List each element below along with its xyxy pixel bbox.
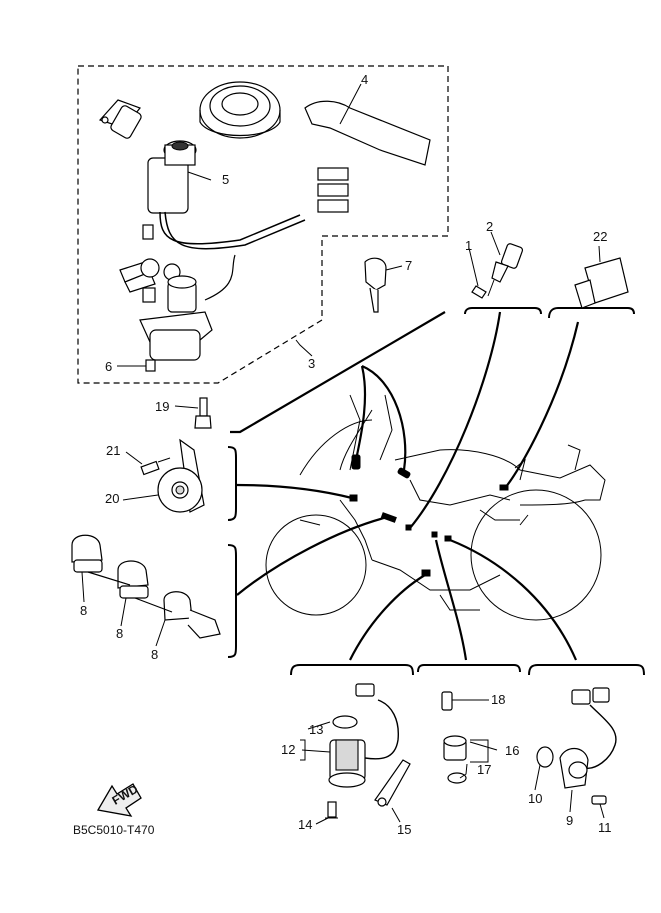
label-15: 15 bbox=[397, 822, 411, 837]
label-19: 19 bbox=[155, 399, 169, 414]
label-8b: 8 bbox=[116, 626, 123, 641]
part-21-bolt bbox=[140, 457, 171, 476]
neutral-switch-assembly bbox=[441, 691, 467, 784]
label-3: 3 bbox=[308, 356, 315, 371]
side-cover-panel bbox=[304, 100, 431, 166]
key bbox=[364, 257, 387, 313]
label-11: 11 bbox=[598, 820, 612, 835]
label-12: 12 bbox=[281, 742, 295, 757]
number-leaders bbox=[81, 83, 605, 825]
sensor-bracket bbox=[98, 99, 142, 139]
label-2: 2 bbox=[486, 219, 493, 234]
part-2-thermo-sensor bbox=[487, 243, 524, 297]
label-8a: 8 bbox=[80, 603, 87, 618]
main-switch-assembly bbox=[147, 140, 349, 250]
component-location-markers bbox=[349, 454, 509, 577]
label-14: 14 bbox=[298, 817, 312, 832]
part-22-relay bbox=[574, 257, 629, 309]
label-4: 4 bbox=[361, 72, 368, 87]
part-1-clip bbox=[471, 285, 487, 299]
label-10: 10 bbox=[528, 791, 542, 806]
part-19-bolt bbox=[194, 397, 212, 429]
leader-lines bbox=[230, 311, 580, 661]
label-8c: 8 bbox=[151, 647, 158, 662]
fuel-cap bbox=[199, 81, 281, 139]
forward-arrow-icon: FWD bbox=[96, 782, 142, 817]
group-brackets bbox=[227, 307, 645, 676]
label-17: 17 bbox=[477, 762, 491, 777]
gear-position-switch-assembly bbox=[536, 687, 617, 805]
label-22: 22 bbox=[593, 229, 607, 244]
label-9: 9 bbox=[566, 813, 573, 828]
horn bbox=[157, 438, 205, 513]
label-21: 21 bbox=[106, 443, 120, 458]
label-18: 18 bbox=[491, 692, 505, 707]
lock-set bbox=[119, 224, 236, 361]
label-16: 16 bbox=[505, 743, 519, 758]
speed-sensor-assembly bbox=[325, 683, 411, 819]
handlebar-switch-caps bbox=[71, 534, 221, 639]
diagram-code: B5C5010-T470 bbox=[73, 823, 155, 837]
label-7: 7 bbox=[405, 258, 412, 273]
label-5: 5 bbox=[222, 172, 229, 187]
motorcycle-outline bbox=[265, 394, 606, 621]
label-13: 13 bbox=[309, 722, 323, 737]
part-number-labels: 1 2 3 4 5 6 7 8 8 8 9 10 11 12 13 14 15 … bbox=[80, 72, 612, 837]
label-6: 6 bbox=[105, 359, 112, 374]
label-20: 20 bbox=[105, 491, 119, 506]
label-1: 1 bbox=[465, 238, 472, 253]
